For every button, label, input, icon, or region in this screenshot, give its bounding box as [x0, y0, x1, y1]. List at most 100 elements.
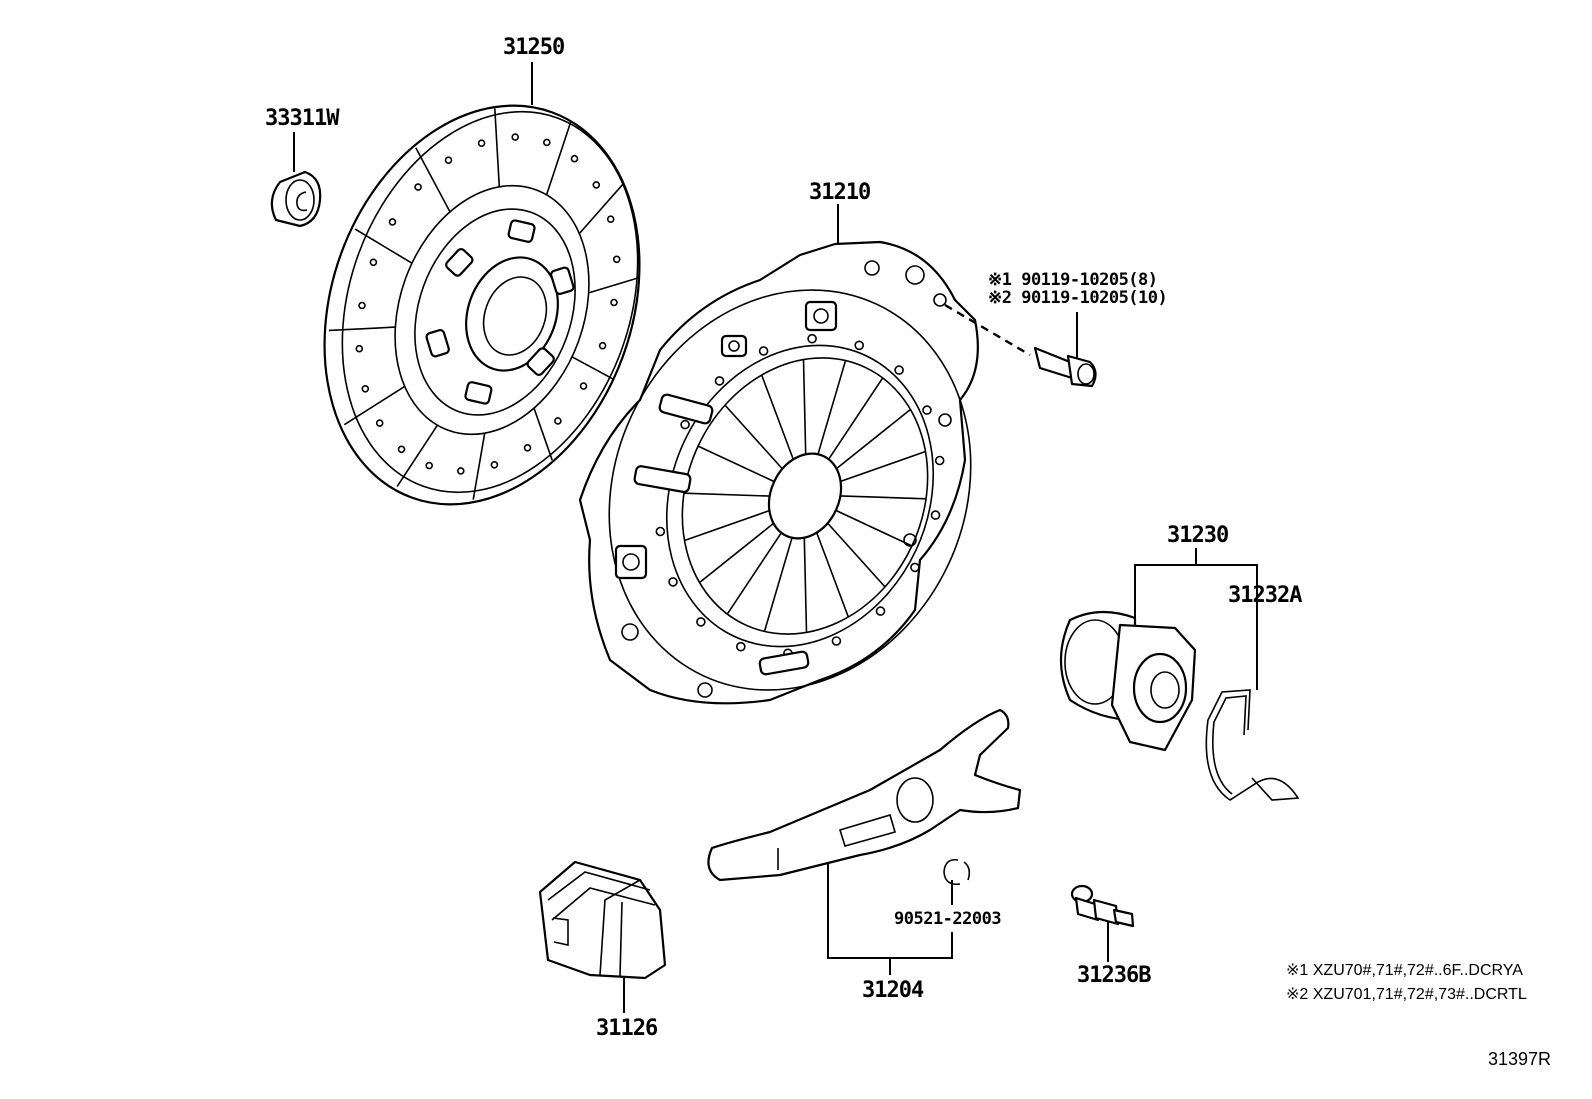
part-number-31230: 31230	[1167, 523, 1229, 548]
footnote-2: ※2 XZU701,71#,72#,73#..DCRTL	[1286, 986, 1527, 1003]
dust-boot-part	[538, 860, 667, 980]
disc-rivet	[554, 417, 562, 425]
disc-rivet	[579, 382, 588, 390]
disc-rivet	[388, 218, 397, 226]
diaphragm-finger	[699, 522, 774, 584]
disc-segment-line	[494, 108, 501, 187]
damper-spring	[464, 381, 493, 405]
disc-segment-line	[578, 182, 625, 235]
finger-spring	[655, 526, 666, 537]
bolt-number-line1: ※1 90119-10205(8)	[988, 270, 1158, 290]
diaphragm-finger	[840, 495, 927, 500]
disc-segment-lines	[328, 108, 640, 500]
disc-rivet	[369, 258, 378, 267]
leader-lines	[293, 62, 1258, 1013]
finger-spring	[668, 577, 678, 587]
disc-rivet	[456, 467, 465, 475]
bolt-number-line2: ※2 90119-10205(10)	[988, 288, 1168, 308]
disc-rivet	[361, 384, 370, 393]
pivot-bolt-part	[1070, 884, 1135, 928]
diaphragm-finger	[802, 359, 807, 455]
disc-rivet	[355, 344, 364, 353]
diaphragm-finger	[763, 537, 793, 632]
diaphragm-fingers	[655, 333, 945, 659]
damper-spring	[425, 328, 450, 358]
diaphragm-finger	[726, 532, 782, 615]
clutch-disc-part	[323, 104, 641, 506]
diaphragm-finger	[760, 374, 795, 460]
disc-rivet	[477, 139, 486, 147]
finger-spring	[934, 455, 945, 466]
disc-segment-line	[354, 228, 413, 264]
finger-spring	[714, 376, 725, 386]
disc-segment-line	[396, 424, 439, 488]
part-number-33311w: 33311W	[265, 106, 339, 131]
disc-rivet	[598, 341, 607, 350]
damper-springs	[425, 219, 575, 405]
part-number-90521: 90521-22003	[894, 909, 1002, 929]
finger-spring	[807, 333, 817, 344]
disc-rivet	[375, 419, 384, 427]
diagram-reference: 31397R	[1488, 1049, 1552, 1069]
diaphragm-finger	[817, 360, 847, 455]
finger-spring	[680, 419, 690, 430]
finger-spring	[875, 606, 886, 616]
disc-rivet	[425, 461, 434, 470]
disc-segment-line	[571, 356, 614, 380]
finger-spring	[831, 636, 842, 646]
release-fork-part	[707, 708, 1022, 882]
disc-rivet	[444, 156, 453, 164]
retaining-ring-part	[943, 858, 971, 886]
diaphragm-finger	[828, 377, 884, 460]
damper-spring	[445, 248, 474, 277]
part-number-31250: 31250	[503, 35, 565, 60]
disc-segment-line	[328, 326, 396, 332]
diaphragm-finger	[815, 532, 850, 618]
disc-rivet	[542, 138, 551, 147]
disc-segment-line	[588, 276, 640, 294]
finger-spring	[910, 562, 920, 573]
cover-mounting-lugs	[614, 260, 952, 698]
damper-spring	[550, 266, 575, 296]
part-number-31232a: 31232A	[1228, 583, 1302, 608]
disc-segment-line	[533, 407, 553, 461]
diaphragm-finger	[724, 404, 783, 470]
diaphragm-finger	[835, 509, 913, 547]
part-number-31204: 31204	[862, 978, 924, 1003]
diaphragm-finger	[840, 450, 926, 483]
finger-spring	[854, 340, 865, 351]
disc-segment-line	[472, 433, 486, 500]
disc-rivet	[511, 133, 520, 141]
damper-spring	[507, 219, 536, 243]
disc-rivet	[570, 154, 579, 163]
disc-segment-line	[545, 121, 572, 196]
disc-rivets	[355, 133, 621, 475]
finger-spring	[894, 365, 904, 375]
diaphragm-finger	[836, 408, 911, 470]
cover-bolt-part	[944, 303, 1097, 388]
diaphragm-finger	[683, 492, 770, 497]
finger-spring	[735, 641, 746, 652]
disc-rivet	[397, 445, 406, 454]
part-number-31236b: 31236B	[1077, 963, 1151, 988]
diaphragm-finger	[803, 537, 808, 633]
disc-rivet	[606, 215, 615, 223]
finger-spring	[922, 405, 932, 415]
disc-rivet	[612, 255, 621, 264]
pilot-bearing-part	[270, 170, 322, 228]
part-number-31210: 31210	[809, 180, 871, 205]
finger-spring	[696, 617, 706, 627]
diaphragm-finger	[697, 445, 775, 483]
damper-spring	[526, 347, 555, 376]
release-bearing-part	[1059, 610, 1197, 752]
disc-rivet	[358, 301, 366, 310]
disc-rivet	[523, 443, 532, 452]
footnote-1: ※1 XZU70#,71#,72#..6F..DCRYA	[1286, 962, 1523, 979]
diaphragm-finger	[684, 509, 770, 542]
disc-rivet	[414, 183, 422, 191]
disc-segment-line	[415, 147, 451, 213]
disc-rivet	[490, 460, 499, 469]
part-number-31126: 31126	[596, 1016, 658, 1041]
